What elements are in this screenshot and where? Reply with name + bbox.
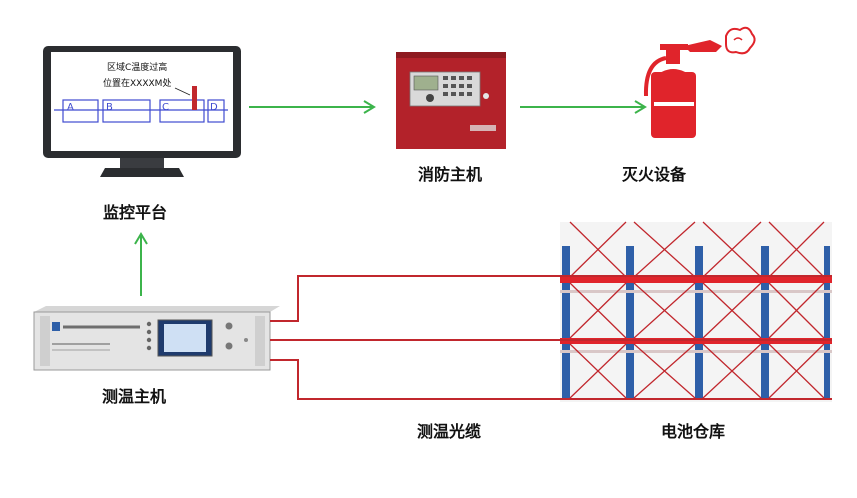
arrow-temp-host-to-monitor bbox=[134, 232, 148, 296]
cable-row-3 bbox=[270, 359, 832, 400]
temp-host-label: 测温主机 bbox=[102, 387, 167, 406]
fire-extinguisher-icon bbox=[643, 26, 756, 138]
fire-alarm-panel-icon bbox=[396, 52, 506, 149]
monitor-icon: 区域C温度过高 位置在XXXXM处 A B C D bbox=[43, 46, 241, 177]
cable-label: 测温光缆 bbox=[417, 422, 482, 441]
extinguisher-label: 灭火设备 bbox=[622, 165, 687, 184]
alarm-line-2: 位置在XXXXM处 bbox=[103, 77, 171, 89]
warehouse-label: 电池仓库 bbox=[661, 422, 726, 441]
arrow-monitor-to-fire-host bbox=[249, 100, 376, 114]
zone-label-c: C bbox=[162, 102, 169, 113]
battery-rack-icon bbox=[560, 221, 832, 402]
sensing-cables bbox=[270, 275, 832, 400]
zone-label-b: B bbox=[106, 102, 113, 113]
temperature-host-icon bbox=[33, 306, 280, 371]
fire-host-label: 消防主机 bbox=[418, 165, 483, 184]
flow-arrows bbox=[134, 100, 647, 296]
alarm-line-1: 区域C温度过高 bbox=[107, 61, 167, 73]
cable-row-1 bbox=[270, 275, 832, 322]
monitor-label: 监控平台 bbox=[103, 203, 168, 222]
zone-label-a: A bbox=[67, 102, 74, 113]
zone-label-d: D bbox=[210, 102, 218, 113]
arrow-fire-host-to-extinguisher bbox=[520, 100, 647, 114]
